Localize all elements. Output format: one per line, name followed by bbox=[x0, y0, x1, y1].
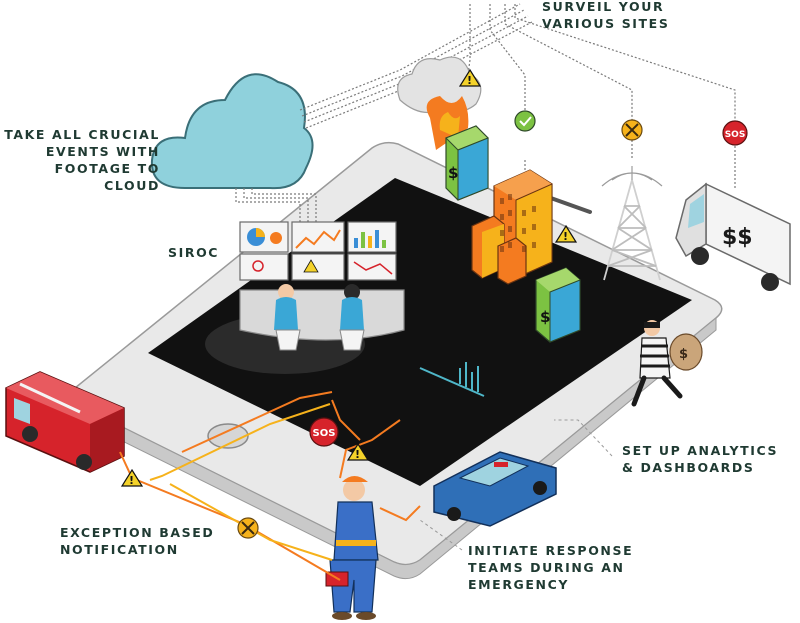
police-car bbox=[433, 451, 557, 527]
caption-line: SURVEIL YOUR bbox=[542, 0, 665, 14]
sos-label: SOS bbox=[725, 130, 746, 140]
svg-text:!: ! bbox=[355, 448, 360, 461]
caption-line: CLOUD bbox=[104, 178, 160, 193]
sos-label: SOS bbox=[313, 428, 336, 439]
office-buildings bbox=[471, 169, 553, 285]
caption-line: NOTIFICATION bbox=[60, 542, 179, 557]
caption-line: EMERGENCY bbox=[468, 577, 570, 592]
caption-line: INITIATE RESPONSE bbox=[468, 543, 634, 558]
check-icon bbox=[514, 110, 536, 132]
svg-text:!: ! bbox=[129, 474, 134, 487]
caption-line: VARIOUS SITES bbox=[542, 16, 670, 31]
atm-machine-1: $ bbox=[445, 125, 489, 201]
warning-icon: ! bbox=[120, 468, 144, 487]
warning-icon: ! bbox=[346, 442, 370, 461]
sos-icon: SOS bbox=[309, 417, 339, 447]
caption-line: EXCEPTION BASED bbox=[60, 525, 215, 540]
bar-chart-icon bbox=[419, 362, 485, 397]
home-button bbox=[207, 423, 249, 449]
caption-line: EVENTS WITH bbox=[45, 144, 160, 159]
warning-icon: ! bbox=[458, 68, 482, 87]
caption-line: SET UP ANALYTICS bbox=[622, 443, 779, 458]
caption-line: FOOTAGE TO bbox=[54, 161, 160, 176]
speaker-slot bbox=[546, 195, 592, 214]
tools-icon bbox=[621, 119, 643, 141]
caption-leaders bbox=[419, 419, 613, 551]
loot-bag-dollar: $ bbox=[679, 347, 688, 362]
fire-smoke bbox=[397, 56, 482, 150]
van-money-label: $$ bbox=[722, 225, 753, 250]
caption-line: TAKE ALL CRUCIAL bbox=[4, 127, 160, 142]
cloud-icon bbox=[150, 73, 314, 190]
atm-2-dollar: $ bbox=[540, 308, 550, 326]
caption-siroc: SIROC bbox=[168, 245, 220, 260]
caption-exception-notification: EXCEPTION BASED NOTIFICATION bbox=[60, 524, 214, 558]
engineer-figure bbox=[325, 476, 379, 620]
svg-text:!: ! bbox=[563, 230, 568, 243]
caption-response-teams: INITIATE RESPONSE TEAMS DURING AN EMERGE… bbox=[468, 542, 633, 593]
control-room bbox=[239, 221, 405, 351]
tablet-screen bbox=[148, 178, 692, 486]
tablet-edge bbox=[79, 316, 717, 580]
caption-line: TEAMS DURING AN bbox=[468, 560, 625, 575]
cell-tower bbox=[601, 166, 663, 281]
atm-machine-2: $ bbox=[535, 267, 581, 343]
caption-line: & DASHBOARDS bbox=[622, 460, 755, 475]
robber-figure: $ bbox=[631, 320, 703, 407]
warning-icon: ! bbox=[554, 224, 578, 243]
caption-surveil-sites: SURVEIL YOUR VARIOUS SITES bbox=[542, 0, 669, 32]
atm-1-dollar: $ bbox=[448, 164, 458, 182]
fire-truck bbox=[5, 371, 125, 473]
tools-icon bbox=[237, 517, 259, 539]
caption-analytics: SET UP ANALYTICS & DASHBOARDS bbox=[622, 442, 778, 476]
sos-icon: SOS bbox=[722, 120, 748, 146]
cash-van: $$ bbox=[675, 182, 791, 291]
svg-text:!: ! bbox=[467, 74, 472, 87]
caption-cloud-footage: TAKE ALL CRUCIAL EVENTS WITH FOOTAGE TO … bbox=[0, 126, 160, 194]
